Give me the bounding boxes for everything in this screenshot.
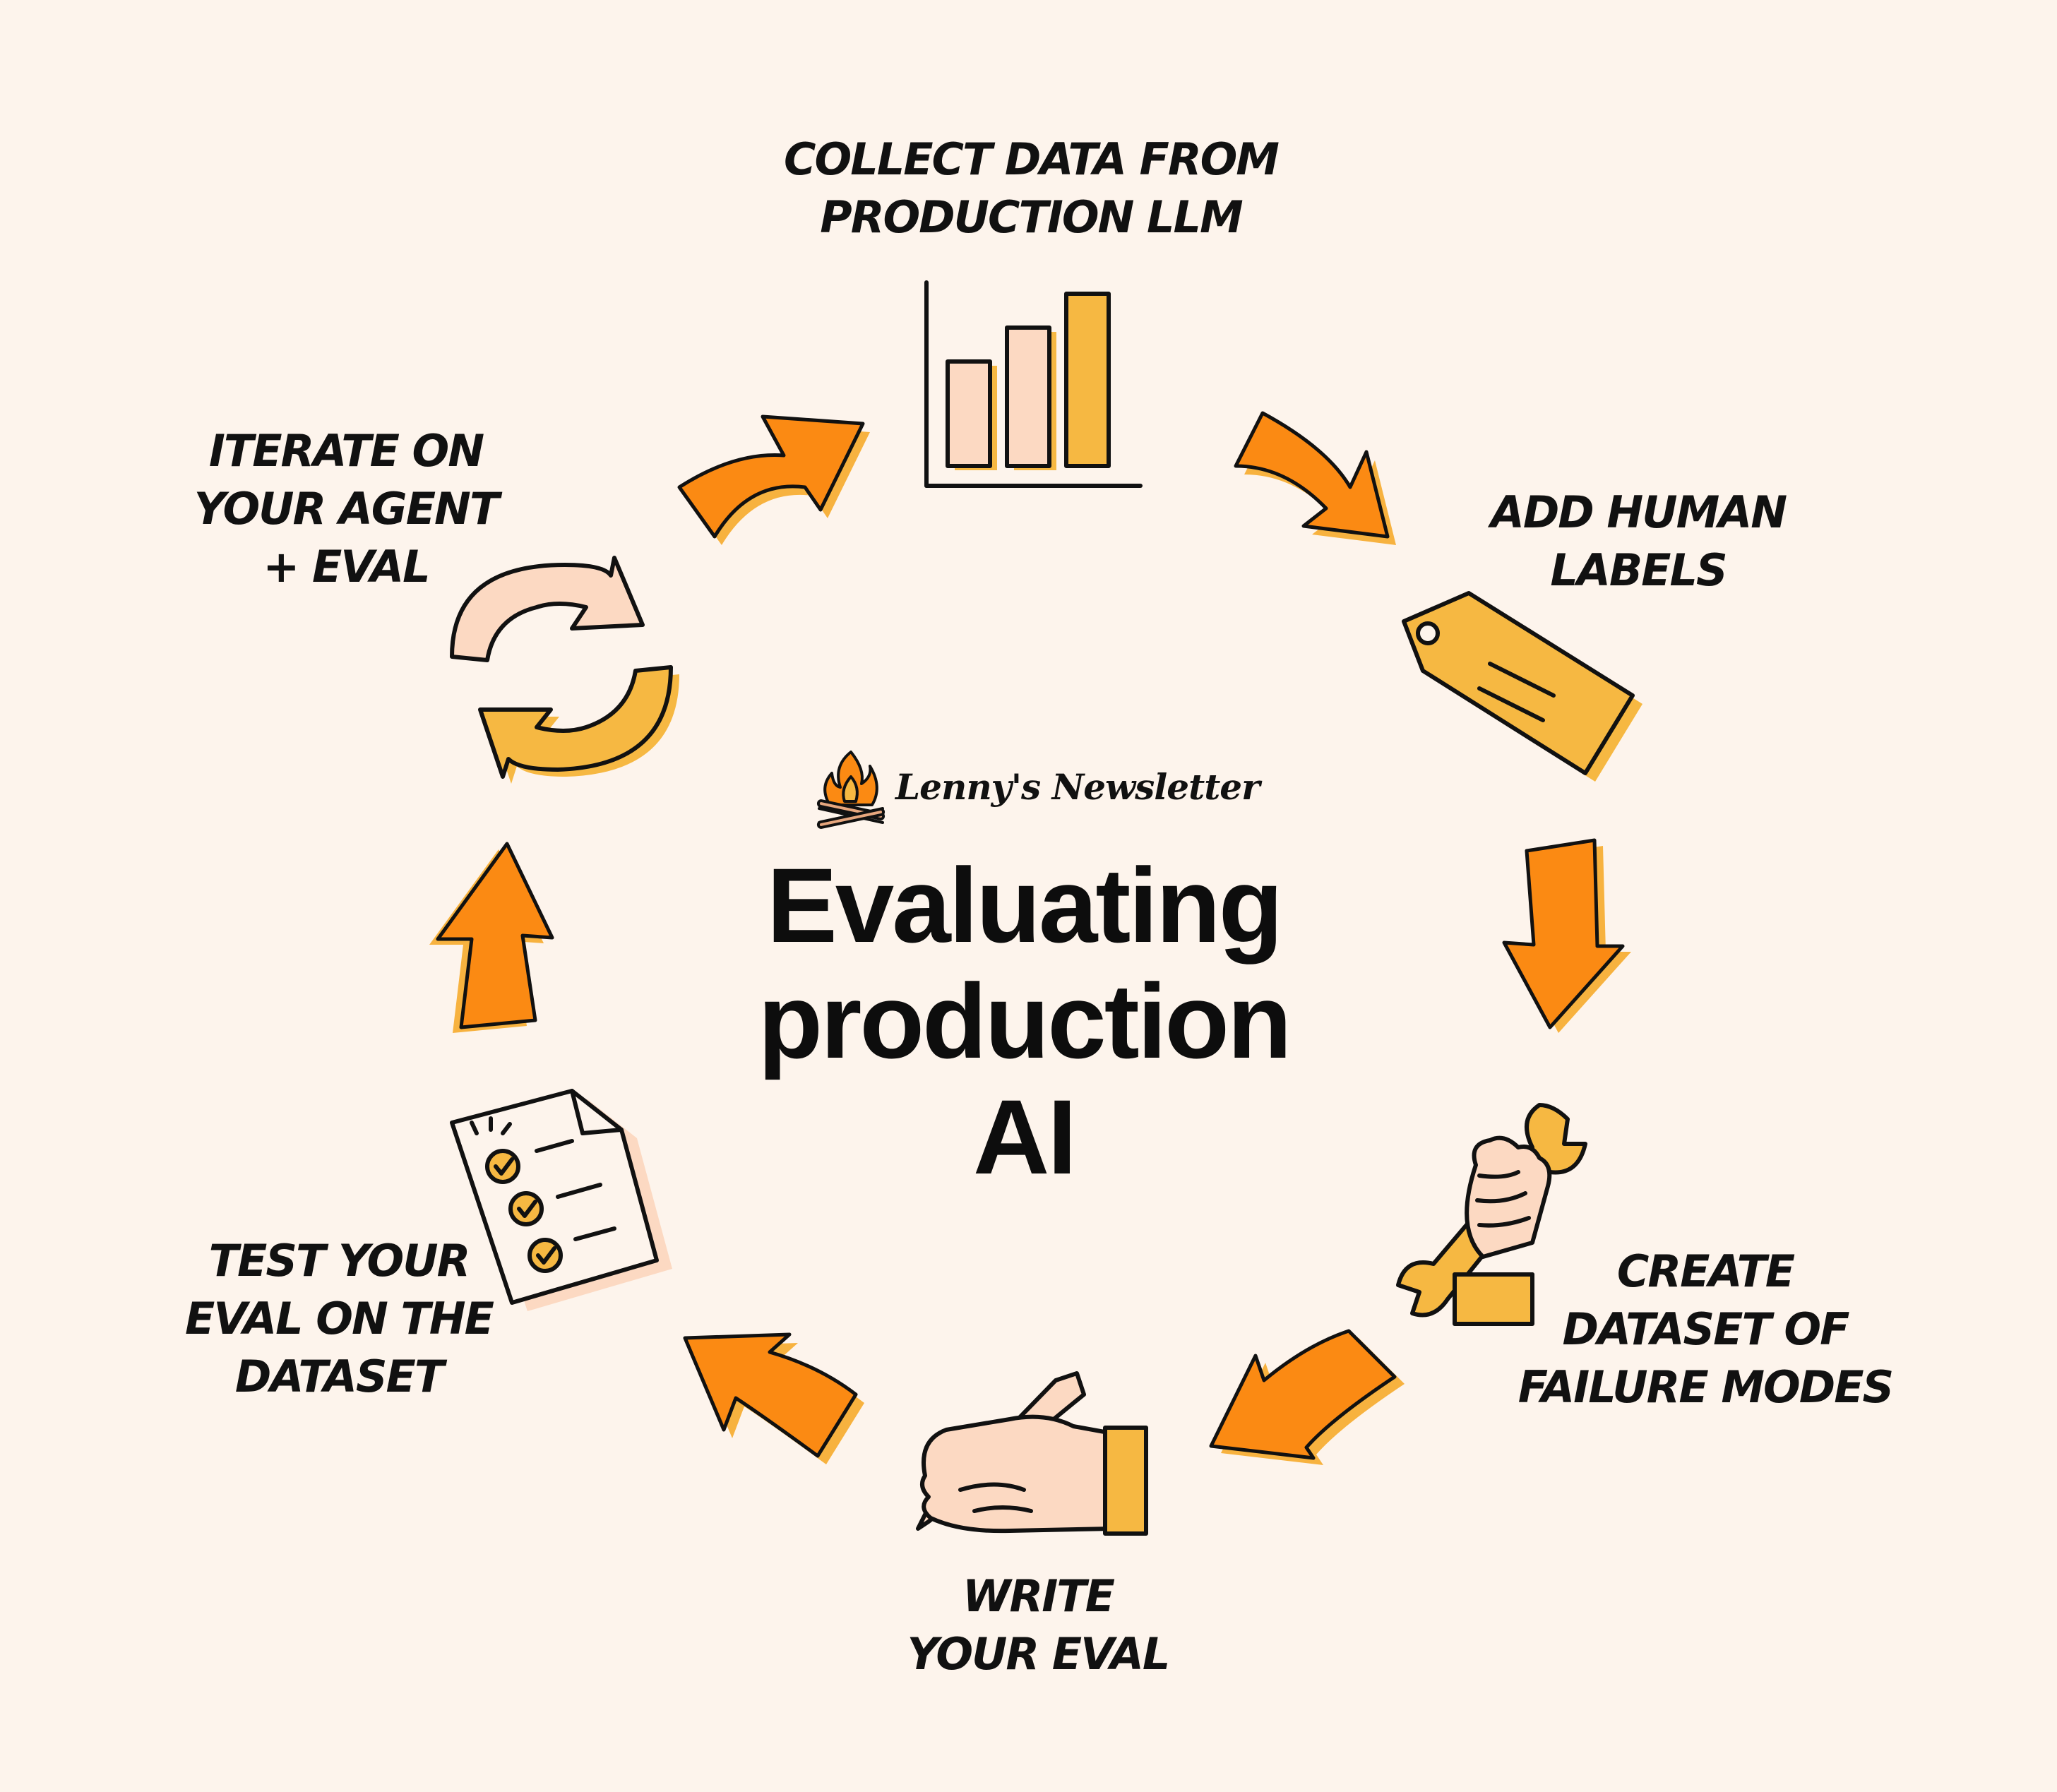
step-label-labels: ADD HUMAN LABELS — [1490, 486, 1787, 596]
arrow-to-iterate — [429, 842, 554, 1033]
step-label-write: WRITE YOUR EVAL — [907, 1570, 1171, 1680]
arrow-to-dataset — [1502, 838, 1631, 1033]
checklist-icon — [450, 1089, 672, 1311]
title-line-1: Evaluating — [766, 846, 1284, 964]
step-label-test: TEST YOUR EVAL ON THE DATASET — [185, 1235, 494, 1402]
bar-chart-icon — [924, 280, 1143, 488]
arrow-to-collect — [677, 414, 870, 545]
step-label-iterate: ITERATE ON YOUR AGENT + EVAL — [193, 425, 499, 592]
arrow-to-test — [683, 1332, 864, 1464]
hand-writing-icon — [916, 1371, 1148, 1536]
diagram-title: Evaluating production AI — [636, 847, 1412, 1195]
brand-name: Lenny's Newsletter — [895, 766, 1260, 808]
refresh-cycle-icon — [450, 556, 679, 784]
title-line-2: production — [758, 962, 1292, 1080]
brand: Lenny's Newsletter — [812, 745, 1260, 830]
arrow-to-labels — [1234, 411, 1396, 545]
title-line-3: AI — [973, 1077, 1077, 1196]
arrow-to-write — [1209, 1329, 1405, 1465]
step-label-dataset: CREATE DATASET OF FAILURE MODES — [1518, 1246, 1894, 1413]
wrench-in-hand-icon — [1396, 1103, 1587, 1326]
step-label-collect: COLLECT DATA FROM PRODUCTION LLM — [783, 133, 1280, 243]
campfire-icon — [816, 751, 886, 829]
tag-icon — [1402, 591, 1642, 782]
